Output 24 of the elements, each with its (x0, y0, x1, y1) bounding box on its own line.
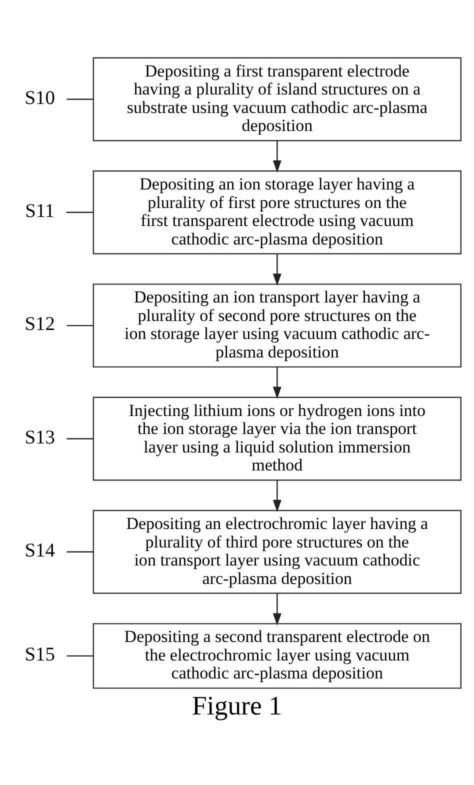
node-box: Depositing an electrochromic layer having a plurality of third pore structures on the ion transport layer using vacuum cathodic arc-plasma deposition (92, 510, 462, 594)
connector (66, 655, 94, 657)
caption: Figure 1 (192, 690, 282, 720)
node-text: S14 (24, 540, 56, 562)
connector (66, 438, 94, 440)
node-box: Injecting lithium ions or hydrogen ions into the ion storage layer via the ion transport layer using a liquid solution immersion method (92, 396, 462, 481)
node-box: Depositing an ion transport layer having a plurality of second pore structures on the ion storage layer using vacuum cathodic arc-plasma deposition (92, 284, 462, 368)
arrow (272, 367, 282, 399)
node-box: Depositing a second transparent electrode on the electrochromic layer using vacuum cathodic arc-plasma deposition (92, 623, 462, 689)
node-box: Depositing a first transparent electrode having a plurality of island structures on a substrate using vacuum cathodic arc-plasma deposition (92, 57, 462, 142)
node-text: S10 (24, 88, 56, 109)
node-box: Depositing an ion storage layer having a plurality of first pore structures on the first transparent electrode using vacuum cathodic arc-plasma deposition (92, 170, 462, 254)
node-text: S15 (24, 644, 56, 666)
connector (66, 551, 94, 553)
node-text: S12 (24, 314, 56, 336)
arrow (272, 140, 282, 173)
connector (66, 98, 94, 100)
connector (66, 212, 94, 214)
arrow (272, 480, 282, 512)
arrow (272, 254, 282, 286)
node-text: S11 (25, 201, 55, 222)
arrow (272, 593, 282, 626)
connector (66, 324, 94, 326)
node-text: S13 (24, 427, 56, 448)
